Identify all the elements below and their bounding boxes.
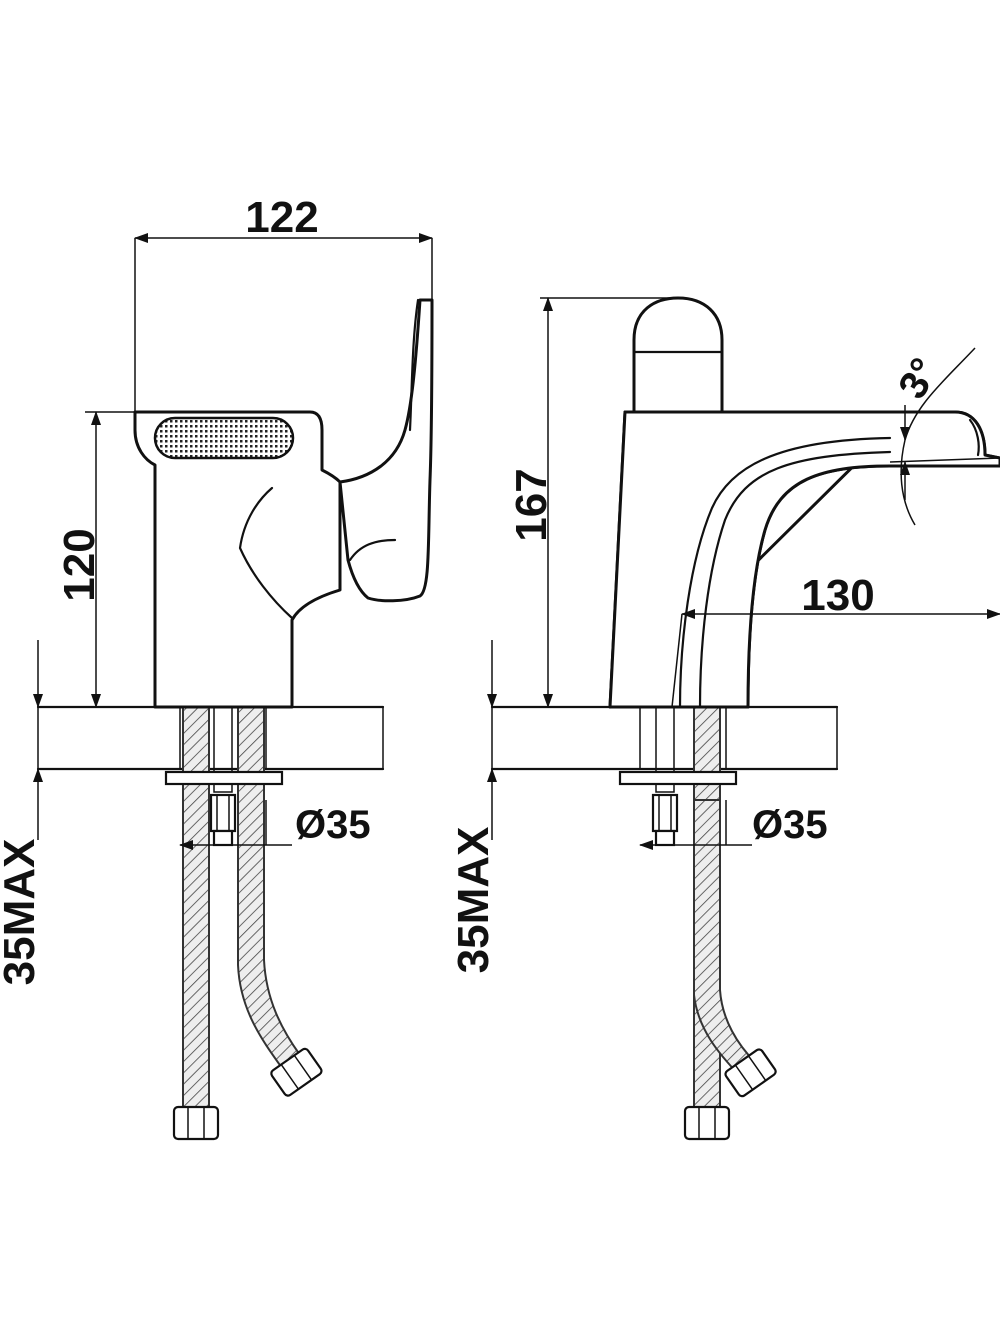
lever-handle-right: [632, 296, 724, 414]
hose-nut-right-1: [683, 1105, 731, 1141]
countertop-left: [37, 706, 384, 770]
dim-hole-diameter-left: Ø35: [295, 803, 371, 847]
dim-max-deck-left: 35MAX: [0, 839, 44, 986]
dim-handle-height: 120: [55, 528, 104, 601]
dim-hole-diameter-right: Ø35: [752, 803, 828, 847]
mounting-plate-right: [618, 770, 738, 786]
hose-nut-left-2: [270, 1047, 323, 1097]
supply-hoses-right: [655, 706, 757, 1108]
hose-nut-left-1: [172, 1105, 220, 1141]
dim-overall-height: 167: [507, 468, 556, 541]
right-view: 167 130 3° 35MAX Ø35: [449, 296, 1000, 1141]
dim-spout-angle: 3°: [890, 351, 947, 406]
mounting-plate-left: [164, 770, 284, 786]
hose-nut-right-2: [724, 1048, 777, 1098]
dim-overall-width: 122: [245, 193, 318, 242]
aerator-grille: [153, 416, 295, 460]
supply-hoses-left: [182, 706, 302, 1108]
faucet-body-left: [133, 410, 342, 709]
left-view: 122 120 35MAX Ø35: [0, 193, 434, 1141]
dim-max-deck-right: 35MAX: [449, 827, 498, 974]
countertop-right: [491, 706, 838, 770]
lever-handle-left: [338, 298, 434, 603]
dim-spout-reach: 130: [801, 571, 874, 620]
